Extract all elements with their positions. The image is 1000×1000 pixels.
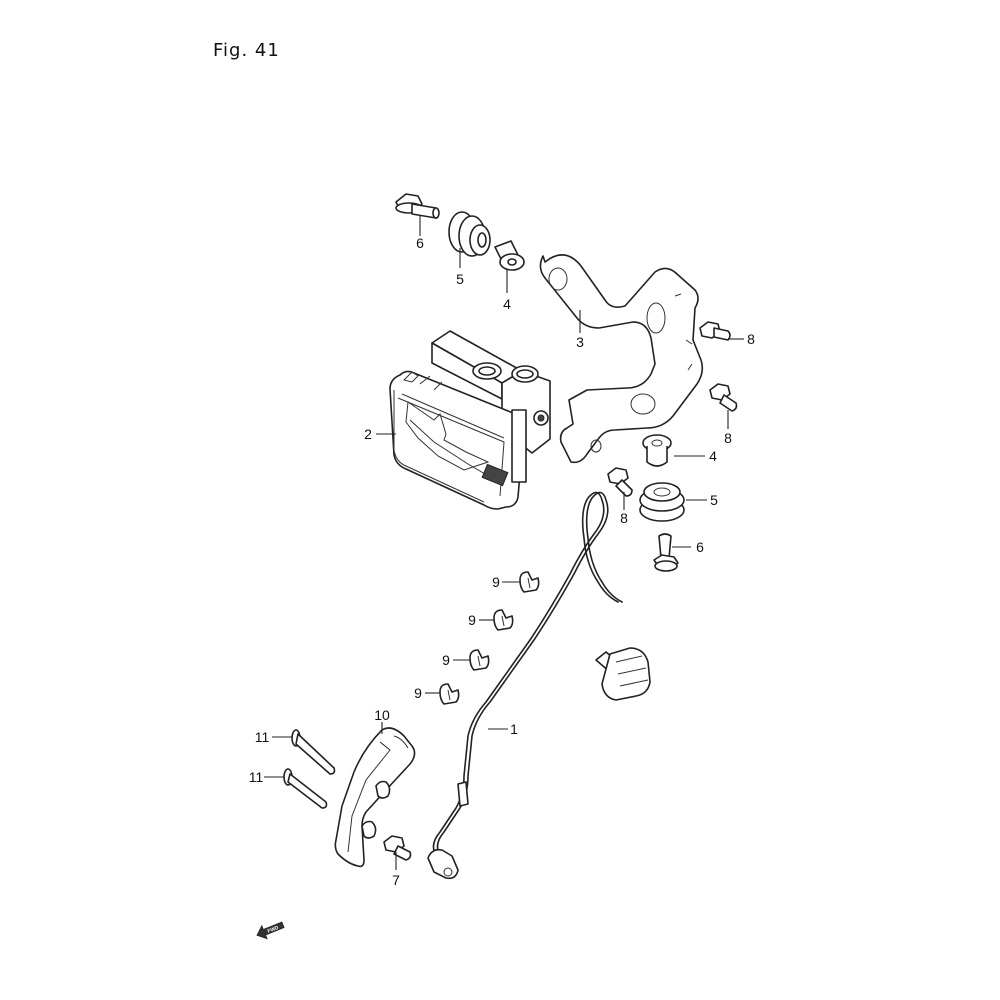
grommet-part-5-lower xyxy=(639,482,685,522)
grommet-part-5-top xyxy=(448,211,491,257)
callout-4-top: 4 xyxy=(503,296,511,312)
callout-9-c: 9 xyxy=(442,652,450,668)
cover-part-10 xyxy=(334,727,416,868)
callout-2: 2 xyxy=(364,426,372,442)
callout-5-top: 5 xyxy=(456,271,464,287)
clip-part-9-d xyxy=(439,683,460,705)
callout-8-a: 8 xyxy=(747,331,755,347)
leader-lines xyxy=(264,216,744,870)
bolt-part-8-c xyxy=(607,467,633,497)
callout-8-c: 8 xyxy=(620,510,628,526)
fwd-arrow-icon: FWD xyxy=(256,921,285,940)
callout-3: 3 xyxy=(576,334,584,350)
callout-10: 10 xyxy=(374,707,390,723)
bolt-part-8-a xyxy=(699,321,731,341)
callout-9-a: 9 xyxy=(492,574,500,590)
abs-unit-part-2 xyxy=(389,330,551,510)
callout-11-a: 11 xyxy=(255,729,270,745)
callout-4-lower: 4 xyxy=(709,448,717,464)
callout-1: 1 xyxy=(510,721,518,737)
bolt-part-8-b xyxy=(709,383,738,412)
collar-part-4-lower xyxy=(642,434,672,467)
clip-part-9-c xyxy=(469,649,490,671)
clip-part-9-b xyxy=(493,609,514,631)
clip-part-9-a xyxy=(519,571,540,593)
callout-8-b: 8 xyxy=(724,430,732,446)
bolt-part-11-b xyxy=(283,768,328,809)
callout-6-top: 6 xyxy=(416,235,424,251)
bolt-part-7 xyxy=(383,835,412,861)
bolt-part-6-top xyxy=(395,193,440,219)
speed-sensor-part-1 xyxy=(427,491,651,880)
callout-7: 7 xyxy=(392,872,400,888)
bracket-part-3 xyxy=(539,254,704,464)
callout-9-b: 9 xyxy=(468,612,476,628)
bolt-part-6-lower xyxy=(653,533,679,572)
bolt-part-11-a xyxy=(291,729,336,775)
figure-title: Fig. 41 xyxy=(213,40,280,61)
callout-6-lower: 6 xyxy=(696,539,704,555)
callout-11-b: 11 xyxy=(249,769,264,785)
callout-9-d: 9 xyxy=(414,685,422,701)
callout-5-lower: 5 xyxy=(710,492,718,508)
collar-part-4-top xyxy=(494,240,525,271)
fwd-label: FWD xyxy=(267,925,280,935)
